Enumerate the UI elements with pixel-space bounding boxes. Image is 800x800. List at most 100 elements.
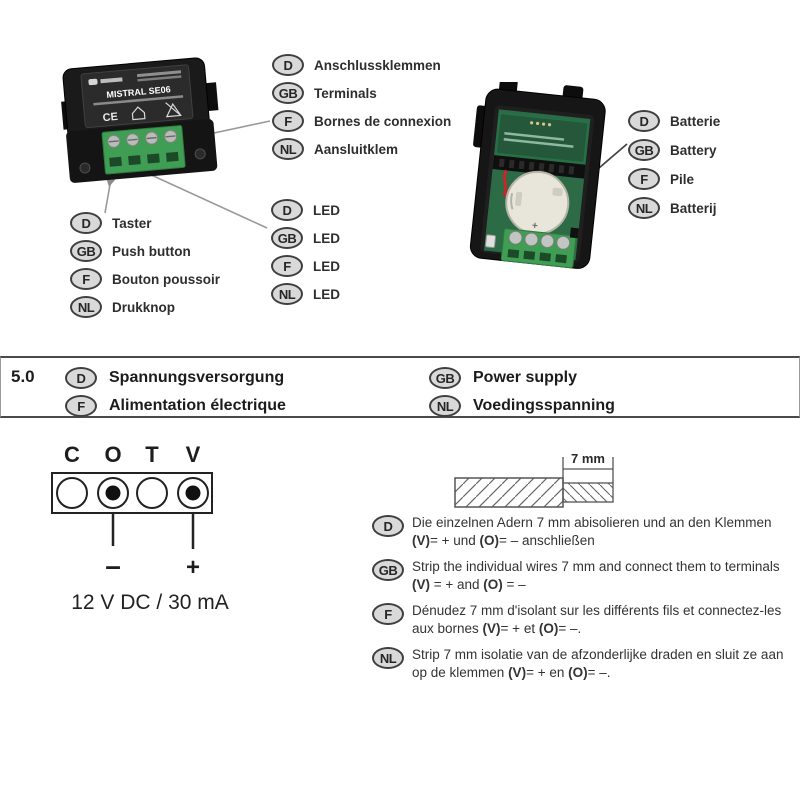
lang-badge-nl: NL	[272, 138, 304, 160]
callout-row: D Anschlussklemmen	[272, 54, 451, 76]
callout-label: Taster	[112, 215, 152, 231]
callout-group-led: D LED GB LED F LED NL LED	[271, 199, 340, 311]
section-header: 5.0 D Spannungsversorgung F Alimentation…	[0, 356, 800, 418]
instruction-row: NL Strip 7 mm isolatie van de afzonderli…	[372, 646, 787, 682]
instruction-text: Strip 7 mm isolatie van de afzonderlijke…	[412, 647, 784, 680]
callout-row: D LED	[271, 199, 340, 221]
terminal-letter-t: T	[145, 442, 159, 467]
callout-row: F LED	[271, 255, 340, 277]
ce-mark: CE	[102, 111, 118, 124]
minus-sign: –	[105, 550, 121, 581]
lang-badge-nl: NL	[271, 283, 303, 305]
callout-label: LED	[313, 258, 340, 274]
lang-badge-d: D	[272, 54, 304, 76]
section-row: NL Voedingsspanning	[429, 394, 615, 418]
section-number: 5.0	[11, 367, 35, 386]
red-wire	[502, 169, 508, 197]
callout-row: F Bouton poussoir	[70, 268, 220, 290]
callout-group-terminals: D Anschlussklemmen GB Terminals F Bornes…	[272, 54, 451, 166]
terminal-hole-t	[136, 477, 168, 509]
callout-row: F Pile	[628, 168, 720, 190]
weee-pictogram	[165, 102, 182, 118]
terminal-letter-o: O	[104, 442, 121, 467]
terminal-screws	[107, 129, 178, 148]
callout-label: Batterij	[670, 200, 717, 216]
instruction-row: F Dénudez 7 mm d'isolant sur les différe…	[372, 602, 787, 638]
supply-rating-caption: 12 V DC / 30 mA	[71, 591, 229, 614]
lang-badge-gb: GB	[628, 139, 660, 161]
callout-label: Pile	[670, 171, 695, 187]
terminal-wire-holes	[109, 151, 179, 167]
lang-badge-gb: GB	[372, 559, 404, 581]
callout-label: Bouton poussoir	[112, 271, 220, 287]
callout-row: D Batterie	[628, 110, 720, 132]
wire-conductor	[562, 482, 614, 503]
terminal-wiring-diagram: C O T V – + 12 V DC / 30 mA	[51, 442, 229, 614]
callout-row: NL Drukknop	[70, 296, 220, 318]
wire-dot-o	[105, 485, 121, 501]
section-row: D Spannungsversorgung	[65, 366, 284, 390]
callout-label: Anschlussklemmen	[314, 57, 441, 73]
push-button-part	[485, 234, 496, 248]
terminal-screws-open	[508, 230, 571, 250]
instruction-text: Dénudez 7 mm d'isolant sur les différent…	[412, 603, 782, 636]
terminal-letter-v: V	[186, 442, 201, 467]
lang-badge-gb: GB	[429, 367, 461, 389]
section-title: Alimentation électrique	[109, 397, 286, 414]
lang-badge-f: F	[271, 255, 303, 277]
section-row: F Alimentation électrique	[65, 394, 286, 418]
terminal-hole-c	[56, 477, 88, 509]
instruction-text: Strip the individual wires 7 mm and conn…	[412, 559, 780, 592]
callout-row: F Bornes de connexion	[272, 110, 451, 132]
callout-row: GB Push button	[70, 240, 220, 262]
section-title: Spannungsversorgung	[109, 369, 285, 386]
callout-label: LED	[313, 286, 340, 302]
callout-label: Battery	[670, 142, 717, 158]
brand-logo	[88, 78, 98, 86]
lang-badge-f: F	[65, 395, 97, 417]
callout-label: Bornes de connexion	[314, 113, 452, 129]
lang-badge-nl: NL	[429, 395, 461, 417]
lang-badge-f: F	[372, 603, 404, 625]
wire-dot-v	[185, 485, 201, 501]
house-pictogram	[131, 106, 146, 121]
instructions-block: D Die einzelnen Adern 7 mm abisolieren u…	[372, 514, 787, 690]
lang-badge-nl: NL	[628, 197, 660, 219]
callout-row: NL Aansluitklem	[272, 138, 451, 160]
instruction-text: Die einzelnen Adern 7 mm abisolieren und…	[412, 515, 772, 548]
lang-badge-d: D	[65, 367, 97, 389]
lang-badge-f: F	[628, 168, 660, 190]
section-title: Power supply	[473, 369, 578, 386]
callout-row: GB Terminals	[272, 82, 451, 104]
lang-badge-d: D	[271, 199, 303, 221]
callout-label: Terminals	[314, 85, 377, 101]
callout-row: NL Batterij	[628, 197, 720, 219]
lang-badge-d: D	[628, 110, 660, 132]
section-title: Voedingsspanning	[473, 397, 615, 414]
lang-badge-gb: GB	[271, 227, 303, 249]
instruction-row: D Die einzelnen Adern 7 mm abisolieren u…	[372, 514, 787, 550]
lang-badge-f: F	[70, 268, 102, 290]
callout-row: GB LED	[271, 227, 340, 249]
lang-badge-f: F	[272, 110, 304, 132]
lang-badge-gb: GB	[272, 82, 304, 104]
terminal-letter-c: C	[64, 442, 80, 467]
callout-label: Batterie	[670, 113, 721, 129]
plus-sign: +	[186, 554, 200, 581]
lang-badge-nl: NL	[372, 647, 404, 669]
lang-badge-d: D	[372, 515, 404, 537]
device-front-illustration: MISTRAL SE06 CE	[61, 57, 219, 183]
instruction-row: GB Strip the individual wires 7 mm and c…	[372, 558, 787, 594]
wire-strip-diagram: 7 mm	[454, 451, 614, 508]
wire-insulation	[454, 477, 564, 508]
lang-badge-nl: NL	[70, 296, 102, 318]
callout-label: Drukknop	[112, 299, 176, 315]
battery-plus-mark: +	[531, 220, 538, 232]
callout-row: GB Battery	[628, 139, 720, 161]
callout-label: Push button	[112, 243, 191, 259]
device-open-illustration: +	[469, 82, 606, 269]
callout-row: NL LED	[271, 283, 340, 305]
callout-group-push-button: D Taster GB Push button F Bouton poussoi…	[70, 212, 220, 324]
callout-label: LED	[313, 230, 340, 246]
